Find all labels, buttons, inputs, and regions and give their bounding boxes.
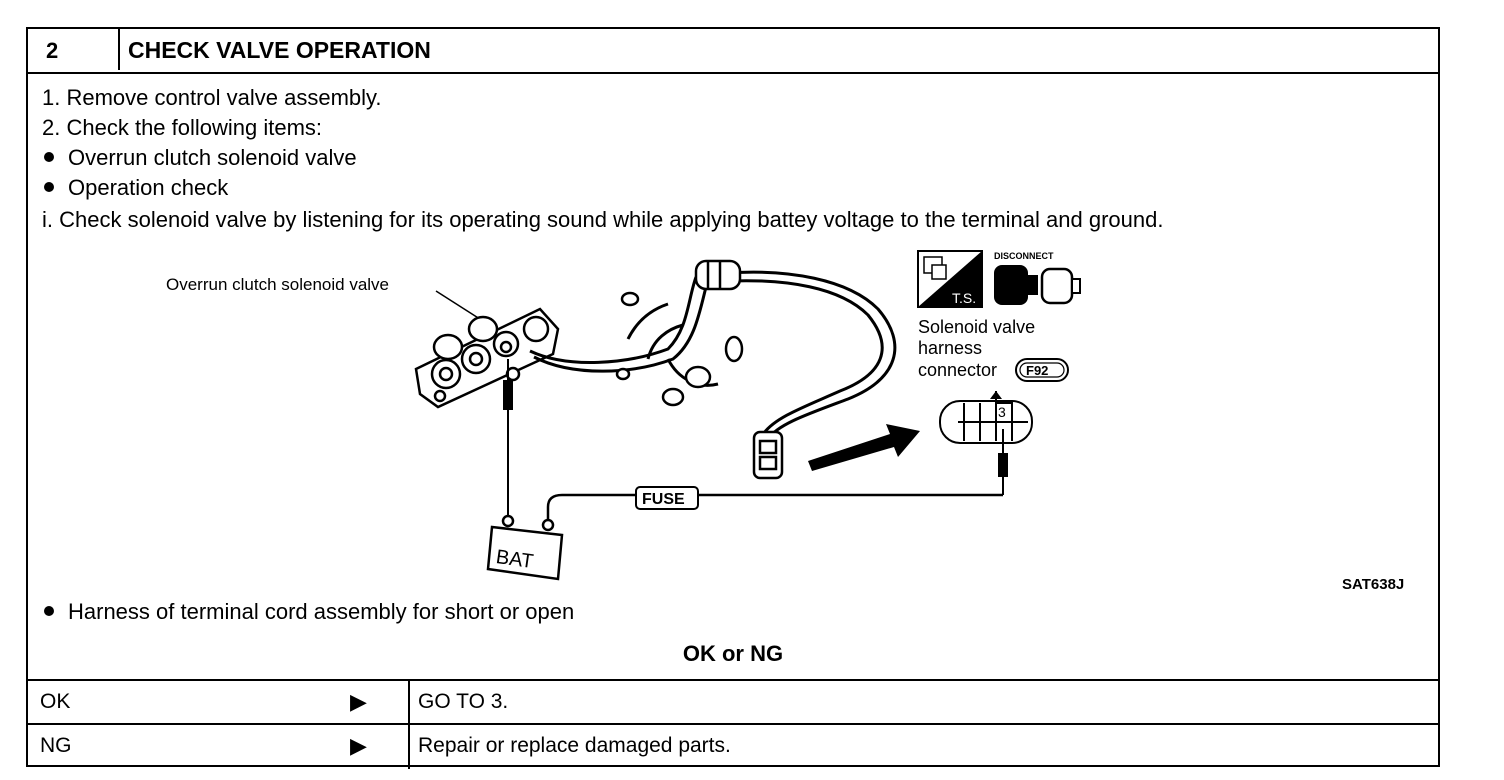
procedure-frame: 2 CHECK VALVE OPERATION 1. Remove contro… bbox=[26, 27, 1440, 769]
fuse-icon bbox=[635, 486, 699, 510]
battery-label: BAT bbox=[495, 546, 535, 573]
bullet-icon bbox=[44, 182, 54, 193]
item-overrun-clutch: Overrun clutch solenoid valve bbox=[44, 145, 357, 171]
item-operation-check-text: Operation check bbox=[68, 175, 229, 200]
valve-leader-line bbox=[435, 290, 484, 322]
step-number: 2 bbox=[28, 29, 120, 70]
item-operation-check: Operation check bbox=[44, 175, 228, 201]
step-i: i. Check solenoid valve by listening for… bbox=[42, 207, 1163, 233]
bullet-icon bbox=[44, 606, 54, 617]
result-row-ng: NG ▶ Repair or replace damaged parts. bbox=[28, 723, 1438, 769]
harness-grommet bbox=[615, 259, 744, 407]
step-title: CHECK VALVE OPERATION bbox=[128, 37, 431, 63]
step-2-text: Check the following items: bbox=[66, 115, 323, 140]
ts-icon bbox=[917, 250, 983, 308]
item-harness-check-text: Harness of terminal cord assembly for sh… bbox=[68, 599, 575, 624]
ts-label: T.S. bbox=[952, 290, 976, 306]
result-divider bbox=[408, 725, 410, 769]
terminal-number: 3 bbox=[998, 404, 1006, 420]
fuse-label: FUSE bbox=[642, 491, 685, 508]
direction-arrow-icon bbox=[808, 424, 920, 471]
harness-connector-face bbox=[939, 400, 1033, 444]
connector-probe bbox=[998, 429, 1008, 495]
step-header: 2 CHECK VALVE OPERATION bbox=[28, 29, 1438, 74]
item-harness-check: Harness of terminal cord assembly for sh… bbox=[44, 599, 574, 625]
step-i-marker: i. bbox=[42, 207, 53, 232]
triangle-right-icon: ▶ bbox=[350, 689, 367, 714]
battery-icon bbox=[486, 514, 564, 581]
connector-label-2: harness bbox=[918, 338, 982, 358]
connector-label-1: Solenoid valve bbox=[918, 317, 1035, 337]
wire-harness bbox=[529, 270, 897, 440]
connector-code: F92 bbox=[1026, 363, 1048, 378]
step-2-marker: 2. bbox=[42, 115, 61, 140]
wire-to-fuse bbox=[546, 493, 636, 521]
bullet-icon bbox=[44, 152, 54, 163]
connector-plug-icon bbox=[752, 430, 784, 480]
figure-code: SAT638J bbox=[1342, 576, 1404, 593]
solenoid-valve-icon bbox=[414, 307, 560, 409]
disconnect-label: DISCONNECT bbox=[994, 251, 1054, 261]
result-ng-key: NG bbox=[40, 734, 72, 757]
step-2: 2. Check the following items: bbox=[42, 115, 322, 141]
triangle-right-icon: ▶ bbox=[350, 733, 367, 758]
valve-probe bbox=[503, 359, 513, 517]
valve-label: Overrun clutch solenoid valve bbox=[166, 275, 389, 294]
result-ok-key: OK bbox=[40, 690, 71, 713]
disconnect-icon bbox=[994, 265, 1081, 305]
result-heading: OK or NG bbox=[682, 641, 784, 666]
step-1-marker: 1. bbox=[42, 85, 61, 110]
result-divider bbox=[408, 681, 410, 725]
wiring-diagram: Overrun clutch solenoid valve bbox=[166, 250, 1404, 593]
result-row-ok: OK ▶ GO TO 3. bbox=[28, 679, 1438, 725]
step-1-text: Remove control valve assembly. bbox=[66, 85, 382, 110]
result-ng-value: Repair or replace damaged parts. bbox=[418, 734, 731, 757]
step-i-text: Check solenoid valve by listening for it… bbox=[59, 207, 1164, 232]
step-1: 1. Remove control valve assembly. bbox=[42, 85, 382, 111]
connector-label-3: connector bbox=[918, 360, 997, 380]
connector-code-badge bbox=[1015, 358, 1069, 382]
result-ok-value: GO TO 3. bbox=[418, 690, 509, 713]
item-overrun-clutch-text: Overrun clutch solenoid valve bbox=[68, 145, 357, 170]
